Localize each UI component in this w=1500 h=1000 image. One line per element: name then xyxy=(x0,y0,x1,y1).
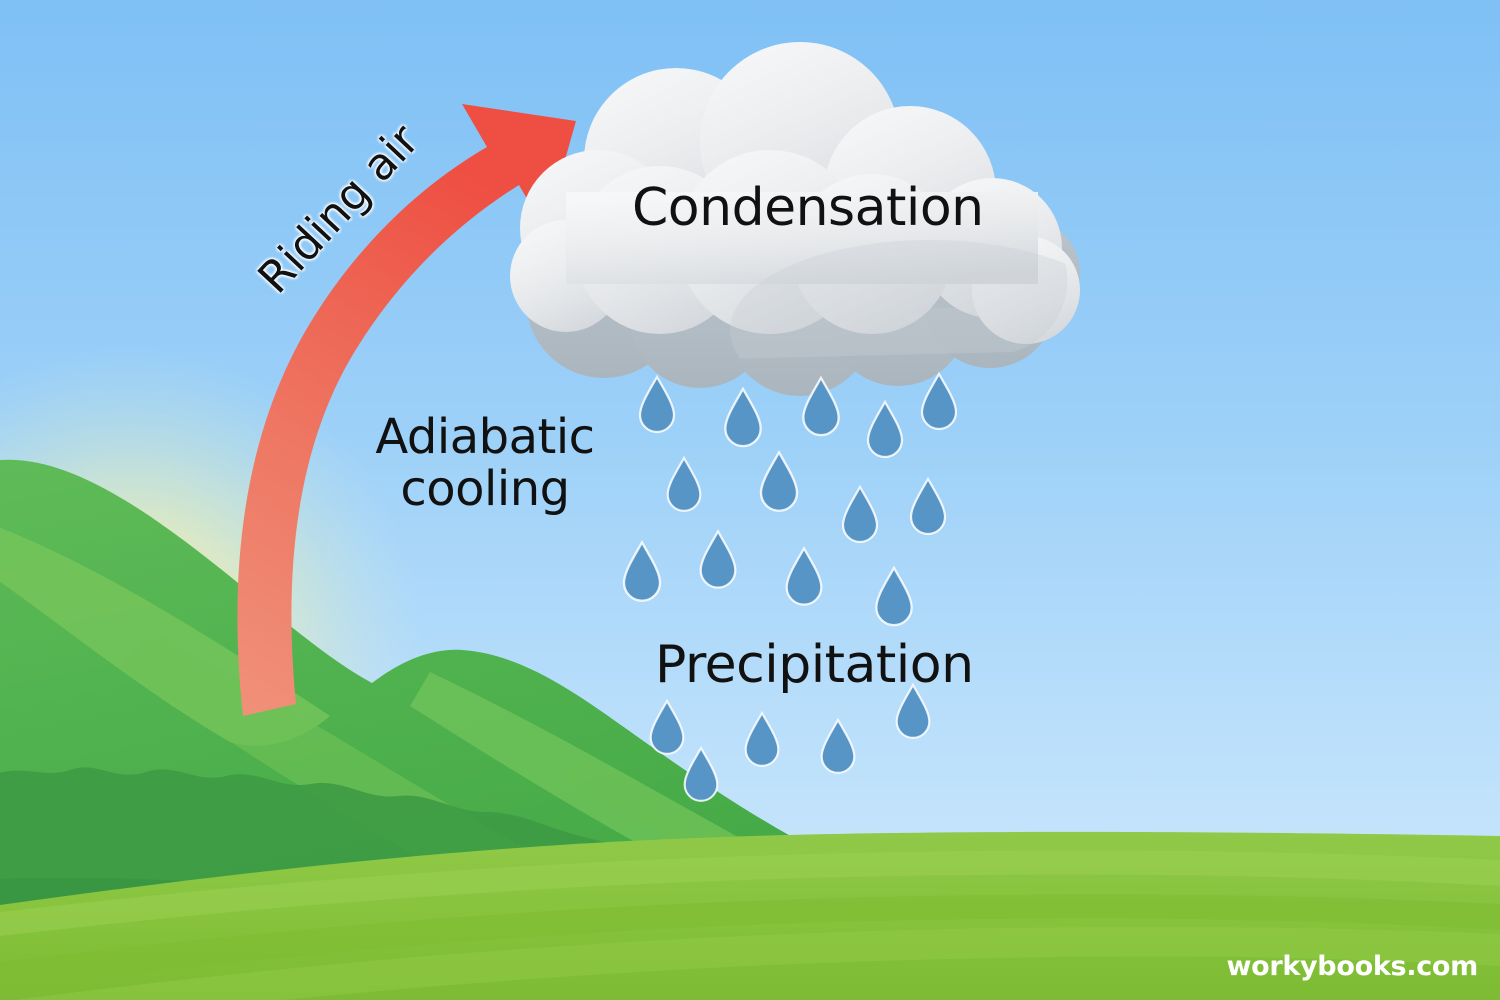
raindrop xyxy=(866,400,904,459)
raindrop xyxy=(841,485,879,544)
raindrop xyxy=(744,711,780,767)
raindrop xyxy=(622,541,662,602)
raindrop xyxy=(785,547,823,606)
raindrop xyxy=(649,699,685,755)
raindrop xyxy=(875,566,913,627)
arrow-shape xyxy=(237,104,576,716)
cloud-inner-shading xyxy=(730,240,1068,362)
raindrop xyxy=(724,387,762,448)
raindrop xyxy=(909,477,947,536)
raindrop xyxy=(820,718,856,774)
raindrop xyxy=(759,451,799,512)
label-adiabatic-line1: Adiabatic xyxy=(375,409,595,465)
raindrop xyxy=(638,375,676,434)
raindrop xyxy=(666,456,702,512)
label-precipitation: Precipitation xyxy=(655,635,974,695)
raindrop xyxy=(920,372,958,431)
label-adiabatic-line2: cooling xyxy=(400,460,570,517)
raindrop xyxy=(699,530,737,589)
meadow-band-1 xyxy=(0,850,1500,936)
label-condensation: Condensation xyxy=(632,178,984,238)
raindrop xyxy=(683,746,719,802)
meadow-band-3 xyxy=(0,926,1500,1000)
watermark-workybooks: workybooks.com xyxy=(1226,951,1478,982)
raindrop xyxy=(802,376,840,437)
cloud-body xyxy=(510,42,1080,344)
meadow-group xyxy=(0,831,1500,1000)
raindrop-group xyxy=(622,372,958,802)
meadow-band-2 xyxy=(0,894,1500,990)
